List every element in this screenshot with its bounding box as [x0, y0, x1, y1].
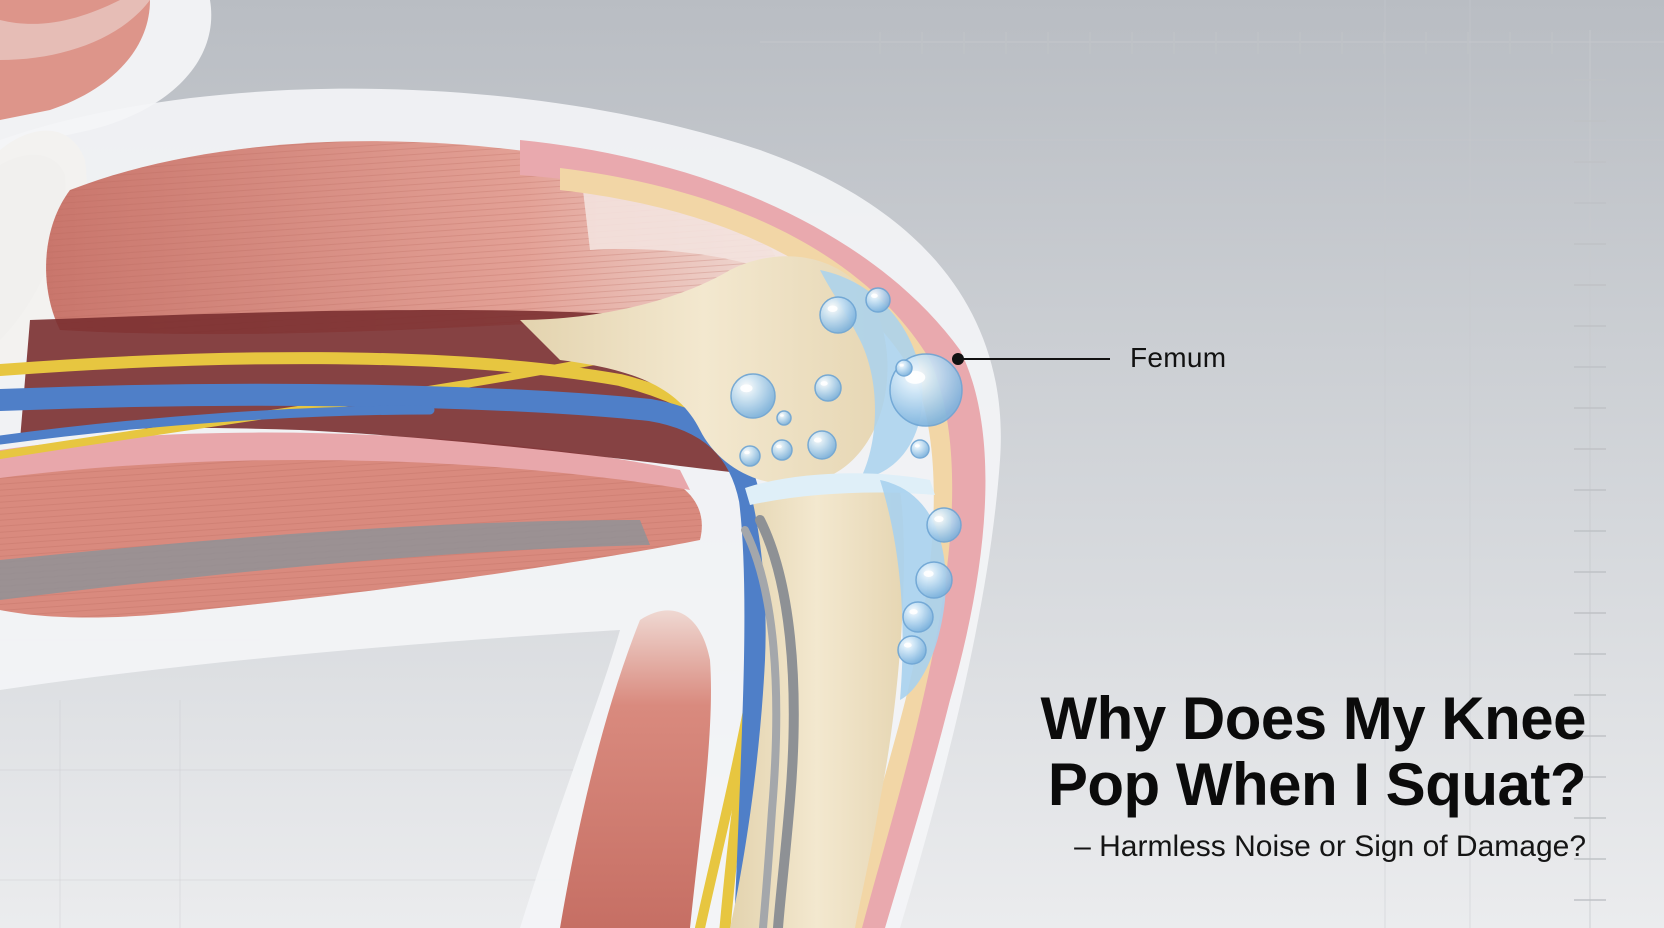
gas-bubble	[776, 410, 792, 426]
femur-bone	[520, 256, 888, 485]
bubble-highlight	[820, 381, 828, 386]
bubble-highlight	[914, 444, 920, 448]
ruler-ticks	[879, 32, 1606, 901]
subtitle: – Harmless Noise or Sign of Damage?	[1074, 830, 1586, 863]
gas-bubble	[814, 374, 842, 402]
title-line-1: Why Does My Knee	[1040, 685, 1587, 752]
bubble-highlight	[909, 609, 918, 615]
title-line-2: Pop When I Squat?	[1047, 751, 1587, 818]
bubble-highlight	[871, 293, 878, 298]
gas-bubble	[910, 439, 930, 459]
blood-vessels	[0, 383, 767, 928]
ligament-layers	[741, 515, 799, 928]
cartilage-meniscus	[745, 473, 935, 505]
gas-bubble	[807, 430, 837, 460]
fascia-band	[0, 520, 650, 600]
gas-bubble	[897, 635, 927, 665]
gas-bubble	[730, 373, 776, 419]
gas-bubbles	[730, 287, 963, 665]
bubble-highlight	[744, 450, 750, 455]
label-leader	[952, 353, 1110, 365]
bubble-highlight	[740, 384, 753, 393]
calf-muscle	[560, 610, 711, 928]
femur-label: Femum	[1130, 342, 1227, 373]
gas-bubble	[902, 601, 934, 633]
gas-bubble	[915, 561, 953, 599]
gas-bubble	[739, 445, 761, 467]
gas-bubble	[895, 359, 913, 377]
gas-bubble	[926, 507, 962, 543]
title-block: Why Does My Knee Pop When I Squat? – Har…	[826, 685, 1587, 864]
bubble-highlight	[776, 444, 782, 449]
bubble-highlight	[903, 642, 912, 648]
gas-bubble	[819, 296, 857, 334]
bubble-highlight	[934, 515, 944, 523]
bubble-highlight	[813, 437, 822, 443]
bubble-highlight	[923, 570, 934, 577]
bubble-highlight	[899, 363, 904, 367]
tibia-cartilage	[880, 480, 946, 700]
gas-bubble	[865, 287, 891, 313]
gas-bubble	[771, 439, 793, 461]
bubble-highlight	[827, 305, 838, 312]
synovial-fluid	[820, 270, 923, 480]
bubble-highlight	[779, 414, 784, 417]
